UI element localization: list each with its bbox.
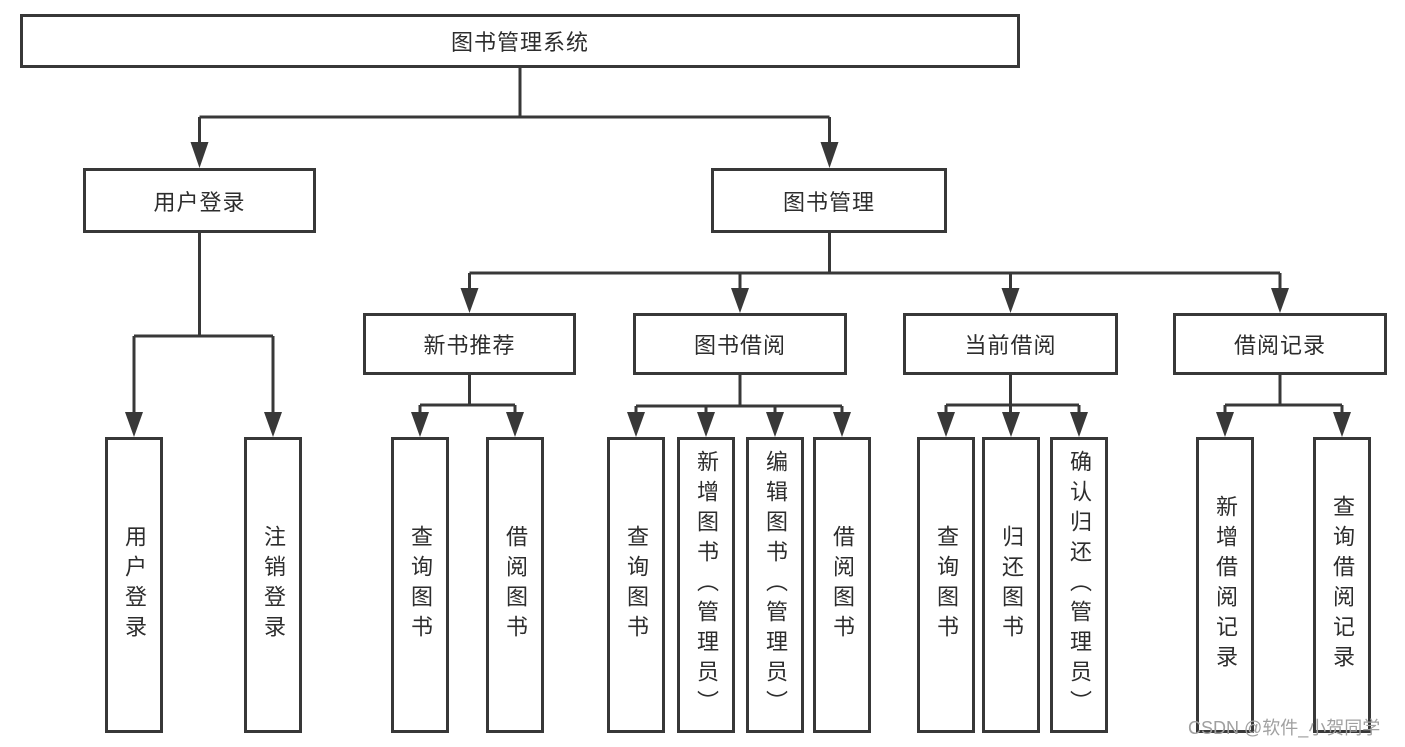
node-book-borrowing-label: 图书借阅 [693, 333, 786, 358]
node-user-login-label: 用户登录 [153, 189, 246, 215]
node-book-management-label: 图书管理 [782, 189, 875, 215]
leaf-query-book-1-label: 查询图书 [408, 525, 433, 645]
leaf-logout-label: 注销登录 [261, 525, 286, 645]
node-root-label: 图书管理系统 [450, 30, 589, 55]
leaf-borrow-book-under-book-borrowing: 借阅图书 [813, 437, 871, 733]
node-new-book-recommendation: 新书推荐 [363, 313, 576, 375]
leaf-add-borrow-record: 新增借阅记录 [1196, 437, 1254, 733]
leaf-query-book-3-label: 查询图书 [934, 525, 959, 645]
csdn-watermark: CSDN @软件_小贺同学 [1188, 718, 1381, 738]
node-current-borrowing: 当前借阅 [903, 313, 1118, 375]
leaf-query-book-2-label: 查询图书 [624, 525, 649, 645]
node-book-management: 图书管理 [711, 168, 947, 233]
node-user-login: 用户登录 [83, 168, 316, 233]
leaf-add-book-admin: 新增图书（管理员） [677, 437, 735, 733]
leaf-borrow-book-1-label: 借阅图书 [503, 525, 528, 645]
leaf-edit-book-admin: 编辑图书（管理员） [746, 437, 804, 733]
leaf-add-borrow-record-label: 新增借阅记录 [1213, 495, 1238, 675]
leaf-confirm-return-admin: 确认归还（管理员） [1050, 437, 1108, 733]
node-borrowing-records: 借阅记录 [1173, 313, 1387, 375]
leaf-query-book-under-current-borrowing: 查询图书 [917, 437, 975, 733]
node-new-book-recommendation-label: 新书推荐 [423, 333, 516, 358]
node-borrowing-records-label: 借阅记录 [1233, 333, 1326, 358]
arrowheads [125, 142, 1351, 437]
leaf-add-book-label: 新增图书（管理员） [694, 450, 719, 720]
node-book-borrowing: 图书借阅 [633, 313, 847, 375]
leaf-query-book-under-new-book: 查询图书 [391, 437, 449, 733]
leaf-return-book-label: 归还图书 [999, 525, 1024, 645]
leaf-user-login: 用户登录 [105, 437, 163, 733]
leaf-logout: 注销登录 [244, 437, 302, 733]
leaf-borrow-book-under-new-book: 借阅图书 [486, 437, 544, 733]
leaf-query-borrow-record-label: 查询借阅记录 [1330, 495, 1355, 675]
leaf-user-login-label: 用户登录 [122, 525, 147, 645]
node-root: 图书管理系统 [20, 14, 1020, 68]
leaf-return-book: 归还图书 [982, 437, 1040, 733]
leaf-query-borrow-record: 查询借阅记录 [1313, 437, 1371, 733]
leaf-query-book-under-book-borrowing: 查询图书 [607, 437, 665, 733]
leaf-borrow-book-2-label: 借阅图书 [830, 525, 855, 645]
node-current-borrowing-label: 当前借阅 [964, 333, 1057, 358]
leaf-edit-book-label: 编辑图书（管理员） [763, 450, 788, 720]
leaf-confirm-return-label: 确认归还（管理员） [1067, 450, 1092, 720]
